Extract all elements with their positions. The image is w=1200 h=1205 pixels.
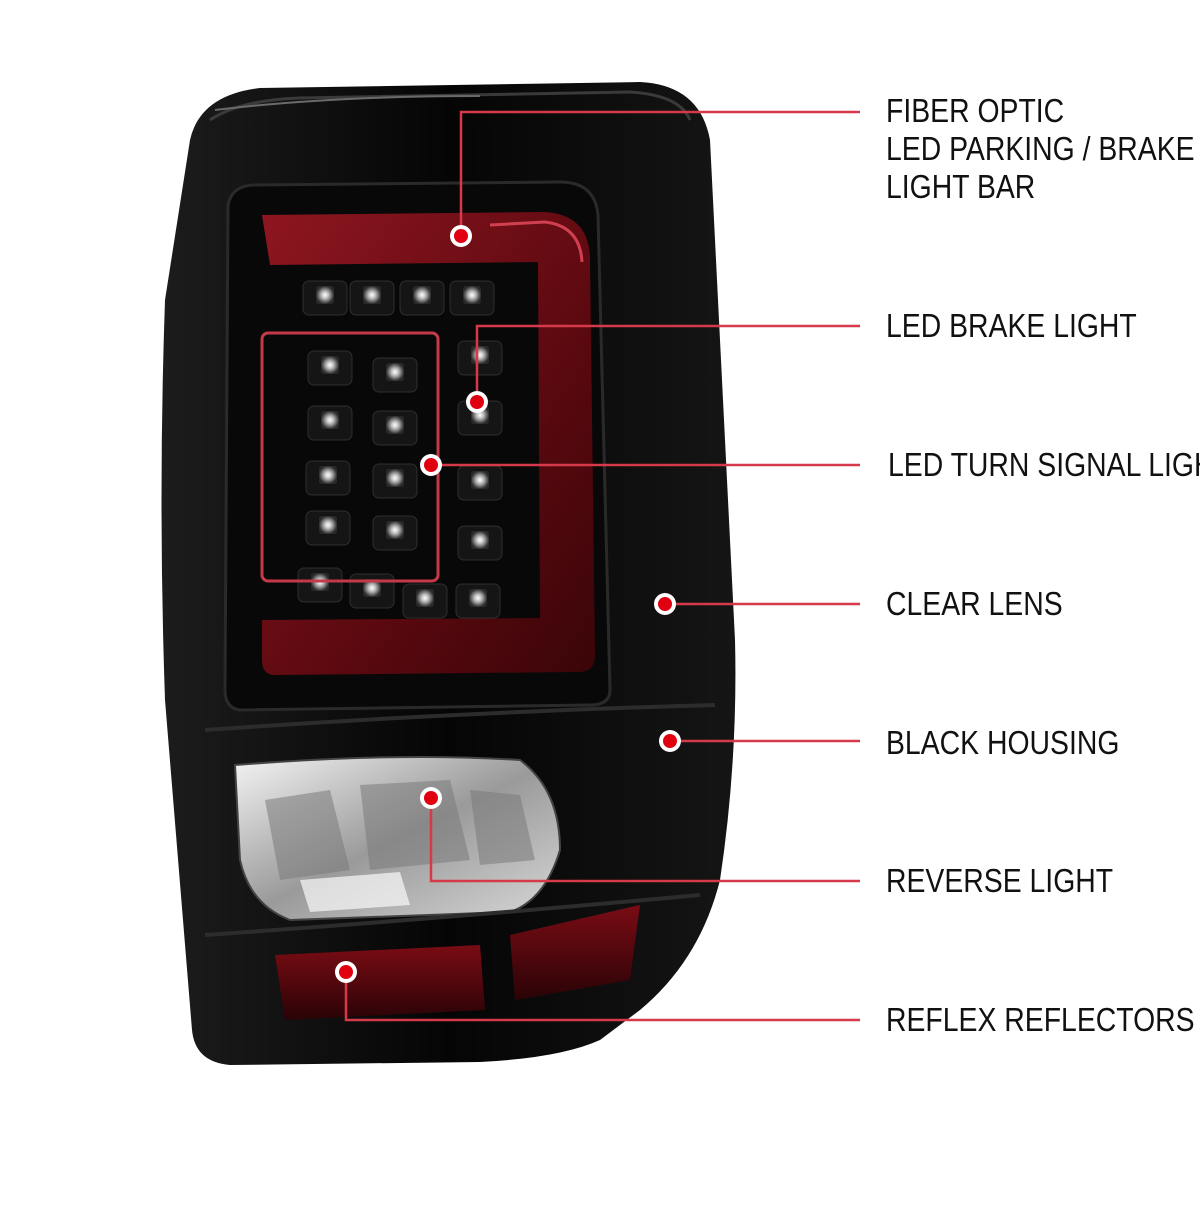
callout-dot xyxy=(466,391,488,413)
led-emitter xyxy=(449,280,495,316)
callout-dot xyxy=(420,787,442,809)
label-clear-lens: CLEAR LENS xyxy=(886,585,1063,622)
led-emitter xyxy=(349,280,395,316)
led-emitter xyxy=(402,583,448,619)
led-emitter xyxy=(297,567,343,603)
led-emitter xyxy=(457,525,503,561)
led-emitter xyxy=(302,280,348,316)
callout-line xyxy=(344,972,860,1022)
callout-dot xyxy=(335,961,357,983)
fiber-optic-bar xyxy=(262,212,595,675)
reverse-facets-light xyxy=(300,872,410,912)
callout-line xyxy=(475,324,860,402)
label-reflex-reflectors: REFLEX REFLECTORS xyxy=(886,1001,1195,1038)
led-emitter xyxy=(372,410,418,446)
bottom-divider xyxy=(204,893,701,937)
led-emitter xyxy=(349,573,395,609)
bar-highlight xyxy=(489,220,584,263)
led-emitter xyxy=(457,340,503,376)
led-emitter xyxy=(305,510,351,546)
led-emitter xyxy=(372,357,418,393)
reflector-left xyxy=(275,945,485,1020)
led-grid xyxy=(297,280,503,619)
housing-highlight xyxy=(214,95,481,111)
led-emitter xyxy=(307,405,353,441)
label-led-turn-signal-light: LED TURN SIGNAL LIGHT xyxy=(888,446,1200,483)
led-emitter xyxy=(455,583,501,619)
reverse-facets xyxy=(265,780,535,880)
label-led-brake-light: LED BRAKE LIGHT xyxy=(886,307,1137,344)
housing-top-edge xyxy=(209,90,692,122)
led-emitter xyxy=(457,465,503,501)
led-emitter xyxy=(372,515,418,551)
callout-lines xyxy=(335,110,860,1022)
led-emitter xyxy=(372,463,418,499)
led-emitter xyxy=(307,350,353,386)
callout-line xyxy=(459,110,860,236)
callout-dot xyxy=(420,454,442,476)
callout-line xyxy=(429,798,860,883)
callout-dot xyxy=(450,225,472,247)
label-fiber-optic: FIBER OPTIC LED PARKING / BRAKE LIGHT BA… xyxy=(886,92,1195,205)
reflector-right xyxy=(510,905,640,1000)
label-reverse-light: REVERSE LIGHT xyxy=(886,862,1114,899)
section-divider xyxy=(204,703,716,732)
led-emitter xyxy=(399,280,445,316)
label-black-housing: BLACK HOUSING xyxy=(886,724,1120,761)
led-emitter xyxy=(305,460,351,496)
callout-dot xyxy=(659,730,681,752)
callout-dot xyxy=(654,593,676,615)
